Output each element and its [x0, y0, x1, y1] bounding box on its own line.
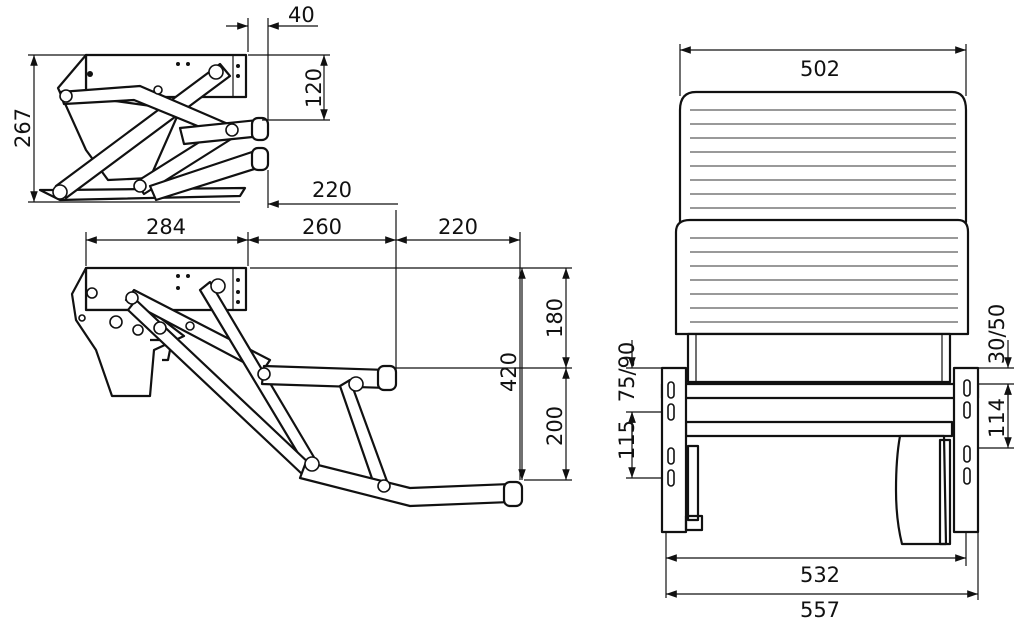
- dim-extended-260: 260: [302, 215, 342, 239]
- front-dimensions: 502 532 557 75/90 115 30/50 114: [615, 44, 1014, 622]
- dim-front-502: 502: [800, 57, 840, 81]
- dim-extended-220: 220: [438, 215, 478, 239]
- dim-front-115: 115: [615, 420, 639, 460]
- dim-front-30-50: 30/50: [985, 304, 1009, 365]
- folded-dimensions: 40 120 267 220: [11, 3, 398, 208]
- dim-extended-420: 420: [497, 352, 521, 392]
- extended-dimensions: 284 260 220 180 200 420: [85, 210, 572, 481]
- dim-extended-180: 180: [543, 298, 567, 338]
- dim-folded-267: 267: [11, 108, 35, 148]
- folded-side-view: [38, 53, 270, 202]
- extended-side-view: [70, 266, 524, 508]
- dim-front-75-90: 75/90: [615, 342, 639, 403]
- dim-front-557: 557: [800, 598, 840, 622]
- upper-tread-lines: [690, 109, 956, 209]
- dim-folded-40: 40: [288, 3, 315, 27]
- dim-extended-284: 284: [146, 215, 186, 239]
- dim-folded-120: 120: [302, 68, 326, 108]
- dim-front-114: 114: [985, 398, 1009, 438]
- lower-tread-lines: [690, 237, 958, 323]
- front-view: [660, 90, 980, 546]
- dim-extended-200: 200: [543, 406, 567, 446]
- dim-front-532: 532: [800, 563, 840, 587]
- dim-folded-220: 220: [312, 178, 352, 202]
